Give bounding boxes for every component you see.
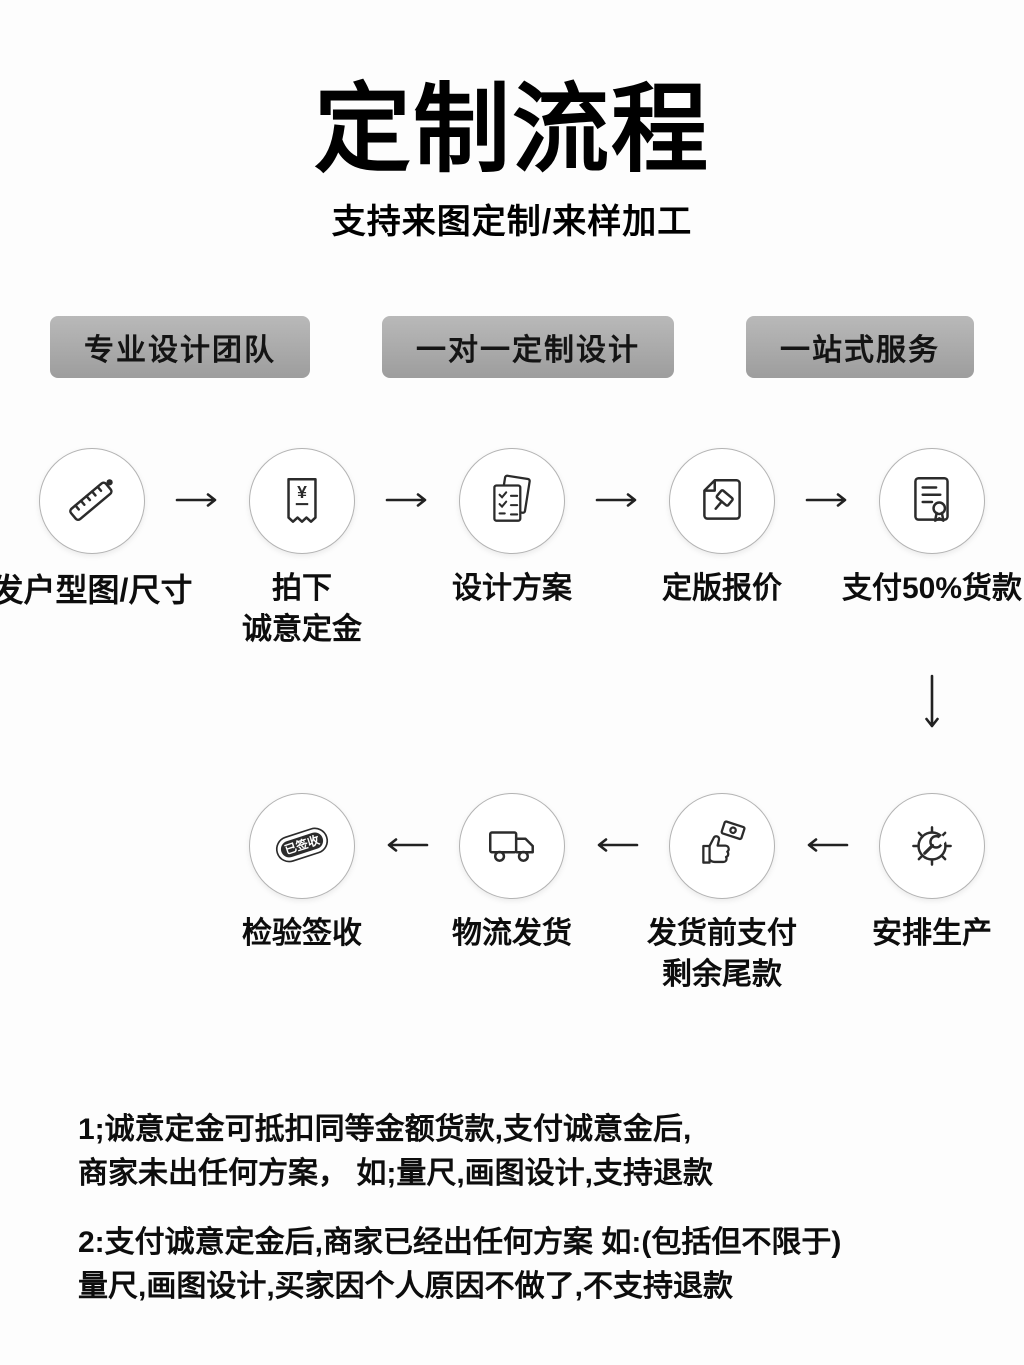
step-pay-deposit: ¥ 拍下 诚意定金 <box>219 448 385 650</box>
finalize-quote-icon <box>703 479 741 520</box>
arrow-left-icon <box>807 838 849 852</box>
badge-one-stop-service: 一站式服务 <box>746 316 974 378</box>
production-gear-icon <box>912 826 952 866</box>
step-circle <box>669 793 775 899</box>
page-subtitle: 支持来图定制/来样加工 <box>331 203 693 241</box>
design-plan-icon <box>493 474 531 522</box>
step-finalize-quote: 定版报价 <box>639 448 805 610</box>
yuan-symbol: ¥ <box>297 482 307 502</box>
note-non-refundable: 2:支付诚意定金后,商家已经出任何方案 如:(包括但不限于) 量尺,画图设计,买… <box>78 1226 842 1303</box>
arrow-right-icon <box>805 493 847 507</box>
ruler-icon <box>69 479 113 522</box>
step-label: 支付50%货款 <box>841 572 1023 605</box>
arrow-left-icon <box>387 838 429 852</box>
step-label: 定版报价 <box>662 572 782 605</box>
note-refundable: 1;诚意定金可抵扣同等金额货款,支付诚意金后, 商家未出任何方案， 如;量尺,画… <box>78 1113 713 1190</box>
step-circle: ¥ <box>249 448 355 554</box>
process-row-bottom: 已签收 检验签收 物流发货 <box>0 793 1024 995</box>
step-label: 发户型图/尺寸 <box>0 572 193 608</box>
arrow-right-icon <box>385 493 427 507</box>
step-inspect-sign: 已签收 检验签收 <box>219 793 385 955</box>
pay-50-percent-icon <box>914 476 949 522</box>
step-logistics-ship: 物流发货 <box>429 793 595 955</box>
step-label: 物流发货 <box>452 917 572 950</box>
step-arrange-production: 安排生产 <box>849 793 1015 955</box>
deposit-receipt-icon: ¥ <box>287 478 317 523</box>
arrow-right-icon <box>595 493 637 507</box>
badge-one-on-one: 一对一定制设计 <box>382 316 674 378</box>
arrow-left-icon <box>597 838 639 852</box>
receipt-stamp-icon: 已签收 <box>275 827 329 863</box>
step-send-floorplan: 发户型图/尺寸 <box>0 448 192 612</box>
delivery-truck-icon <box>489 831 534 862</box>
step-design-plan: 设计方案 <box>429 448 595 610</box>
step-circle <box>669 448 775 554</box>
step-label: 拍下 诚意定金 <box>242 572 362 646</box>
step-label: 设计方案 <box>452 572 572 605</box>
arrow-down-icon <box>925 674 939 728</box>
process-row-top: 发户型图/尺寸 ¥ 拍下 诚意定金 <box>0 448 1024 650</box>
badge-design-team: 专业设计团队 <box>50 316 310 378</box>
page-title: 定制流程 <box>314 75 710 184</box>
deposit-policy-notes: 1;诚意定金可抵扣同等金额货款,支付诚意金后, 商家未出任何方案， 如;量尺,画… <box>78 1108 958 1308</box>
pay-balance-icon <box>702 820 746 864</box>
step-pay-50-percent: 支付50%货款 <box>842 448 1022 610</box>
step-circle <box>39 448 145 554</box>
arrow-right-icon <box>175 493 217 507</box>
step-circle: 已签收 <box>249 793 355 899</box>
feature-badges: 专业设计团队 一对一定制设计 一站式服务 <box>0 316 1024 378</box>
step-circle <box>459 793 565 899</box>
step-circle <box>459 448 565 554</box>
step-circle <box>879 448 985 554</box>
step-circle <box>879 793 985 899</box>
step-label: 发货前支付 剩余尾款 <box>647 917 797 991</box>
step-pay-balance: 发货前支付 剩余尾款 <box>639 793 805 995</box>
step-label: 安排生产 <box>872 917 992 950</box>
step-label: 检验签收 <box>242 917 362 950</box>
